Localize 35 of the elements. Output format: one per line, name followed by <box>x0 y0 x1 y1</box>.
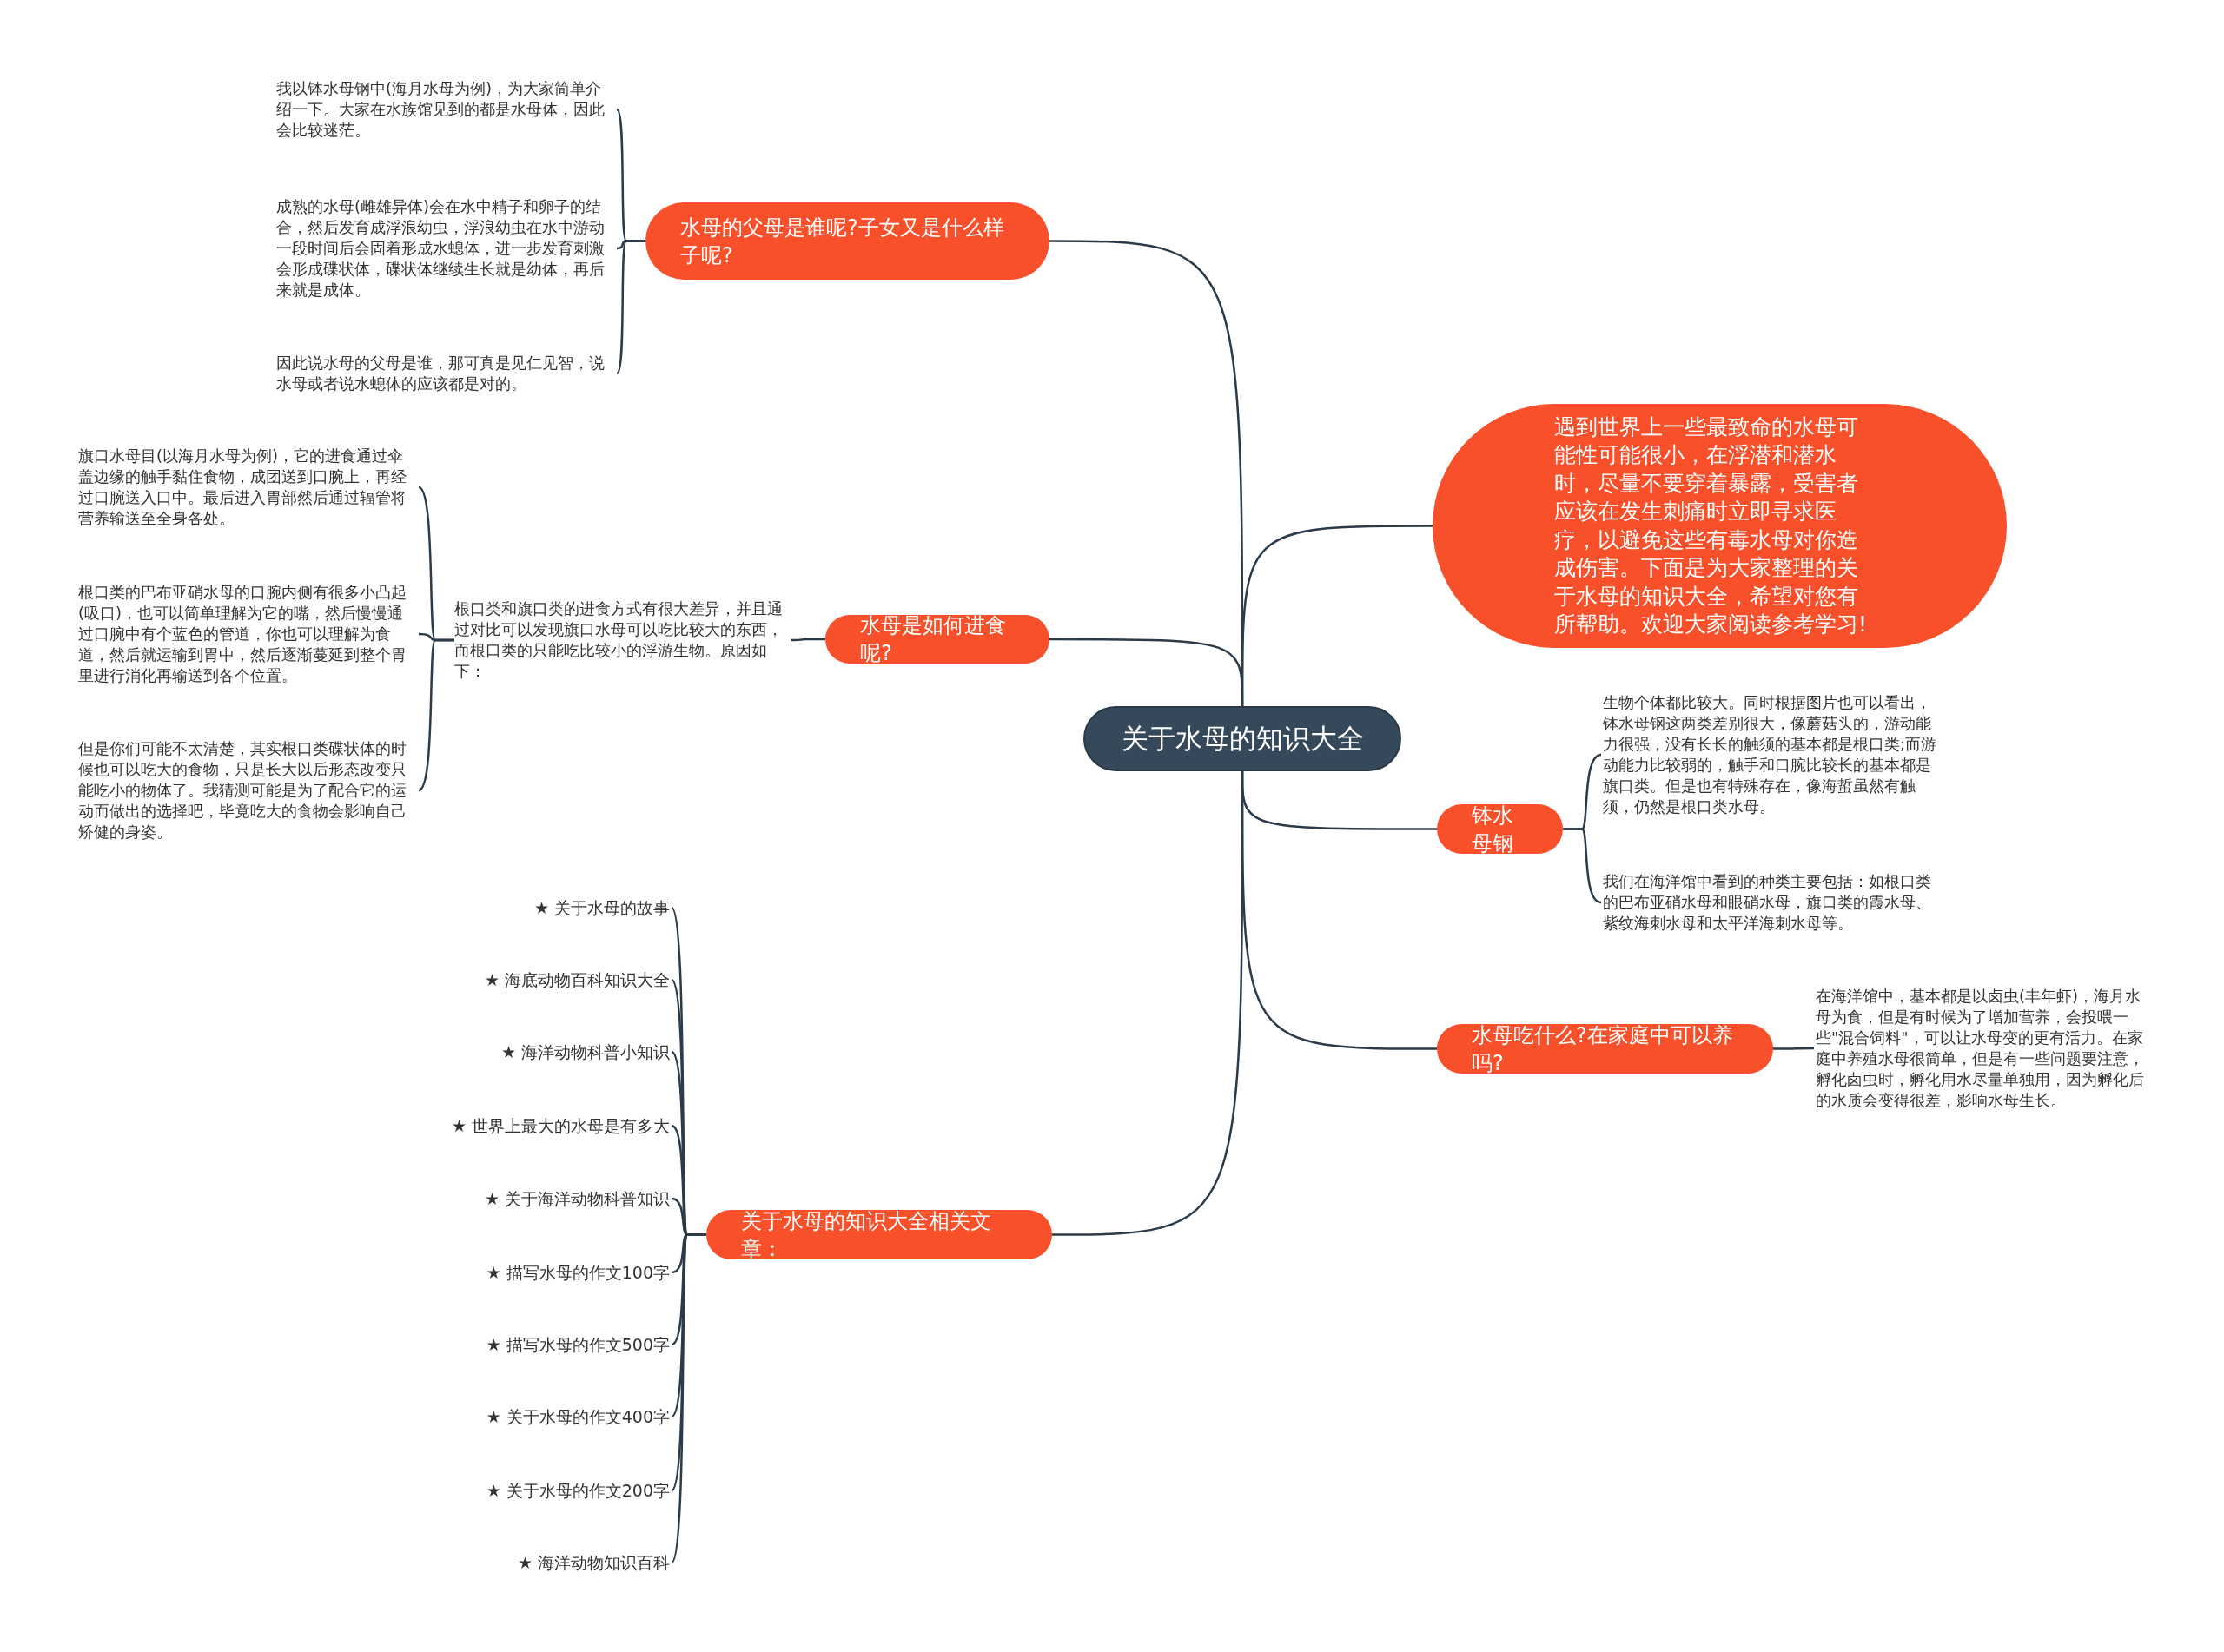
note-text: 我们在海洋馆中看到的种类主要包括：如根口类的巴布亚硝水母和眼硝水母，旗口类的霞水母、紫纹海刺水母和太平洋海刺水母等。 <box>1603 871 1942 934</box>
connector-line <box>418 638 454 791</box>
connector-line <box>1773 1047 1814 1050</box>
topic-pill: 钵水母钢 <box>1437 804 1563 854</box>
connector-line <box>1049 638 1244 706</box>
note-text: 根口类和旗口类的进食方式有很大差异，并且通过对比可以发现旗口水母可以吃比较大的东西，而根口类的只能吃比较小的浮游生物。原因如下： <box>454 598 789 682</box>
note-text: 成熟的水母(雌雄异体)会在水中精子和卵子的结合，然后发育成浮浪幼虫，浮浪幼虫在水中游动一段时间后会固着形成水螅体，进一步发育刺激会形成碟状体，碟状体继续生长就是幼体，再后来就是成体。 <box>276 196 615 301</box>
list-item-text: ★ 描写水母的作文500字 <box>486 1334 670 1355</box>
central-topic: 关于水母的知识大全 <box>1083 706 1401 771</box>
note-text: 在海洋馆中，基本都是以卤虫(丰年虾)，海月水母为食，但是有时候为了增加营养，会投喂一些"混合饲料"，可以让水母变的更有活力。在家庭中养殖水母很简单，但是有一些问题要注意，孵化卤虫时，孵化用水尽量单独用，因为孵化后的水质会变得很差，影响水母生长。 <box>1816 986 2154 1111</box>
connector-line <box>1563 828 1602 904</box>
topic-pill: 水母是如何进食呢? <box>825 615 1049 664</box>
note-text: 因此说水母的父母是谁，那可真是见仁见智，说水母或者说水螅体的应该都是对的。 <box>276 353 615 394</box>
topic-pill: 遇到世界上一些最致命的水母可能性可能很小，在浮潜和潜水时，尽量不要穿着暴露，受害者应该在发生刺痛时立即寻求医疗，以避免这些有毒水母对你造成伤害。下面是为大家整理的关于水母的知识大全，希望对您有所帮助。欢迎大家阅读参考学习! <box>1433 404 2007 648</box>
topic-pill: 水母的父母是谁呢?子女又是什么样子呢? <box>645 202 1049 280</box>
list-item-text: ★ 描写水母的作文100字 <box>486 1262 670 1283</box>
connector-line <box>670 1233 706 1563</box>
topic-pill: 水母吃什么?在家庭中可以养吗? <box>1437 1024 1773 1074</box>
topic-pill: 关于水母的知识大全相关文章： <box>706 1210 1052 1259</box>
note-text: 根口类的巴布亚硝水母的口腕内侧有很多小凸起(吸口)，也可以简单理解为它的嘴，然后慢慢通过口腕中有个蓝色的管道，你也可以理解为食道，然后就运输到胃中，然后逐渐蔓延到整个胃里进行消化再输送到各个位置。 <box>78 582 417 686</box>
list-item-text: ★ 关于水母的作文400字 <box>486 1406 670 1427</box>
connector-line <box>1052 771 1244 1236</box>
list-item-text: ★ 海底动物百科知识大全 <box>484 969 670 990</box>
connector-line <box>616 240 645 374</box>
note-text: 生物个体都比较大。同时根据图片也可以看出，钵水母钢这两类差别很大，像蘑菇头的，游动能力很强，没有长长的触须的基本都是根口类;而游动能力比较弱的，触手和口腕比较长的基本都是旗口类。但是也有特殊存在，像海蜇虽然有触须，仍然是根口类水母。 <box>1603 692 1942 817</box>
list-item-text: ★ 关于水母的故事 <box>533 897 670 918</box>
list-item-text: ★ 关于水母的作文200字 <box>486 1480 670 1501</box>
note-text: 但是你们可能不太清楚，其实根口类碟状体的时候也可以吃大的食物，只是长大以后形态改变只能吃小的物体了。我猜测可能是为了配合它的运动而做出的选择吧，毕竟吃大的食物会影响自己矫健的身姿。 <box>78 738 417 843</box>
list-item-text: ★ 关于海洋动物科普知识 <box>484 1188 670 1209</box>
note-text: 旗口水母目(以海月水母为例)，它的进食通过伞盖边缘的触手黏住食物，成团送到口腕上，再经过口腕送入口中。最后进入胃部然后通过辐管将营养输送至全身各处。 <box>78 446 417 529</box>
connector-line <box>791 638 825 642</box>
note-text: 我以钵水母钢中(海月水母为例)，为大家简单介绍一下。大家在水族馆见到的都是水母体，因此会比较迷茫。 <box>276 78 615 141</box>
list-item-text: ★ 海洋动物科普小知识 <box>500 1041 670 1062</box>
list-item-text: ★ 海洋动物知识百科 <box>517 1552 670 1573</box>
list-item-text: ★ 世界上最大的水母是有多大 <box>451 1115 670 1136</box>
